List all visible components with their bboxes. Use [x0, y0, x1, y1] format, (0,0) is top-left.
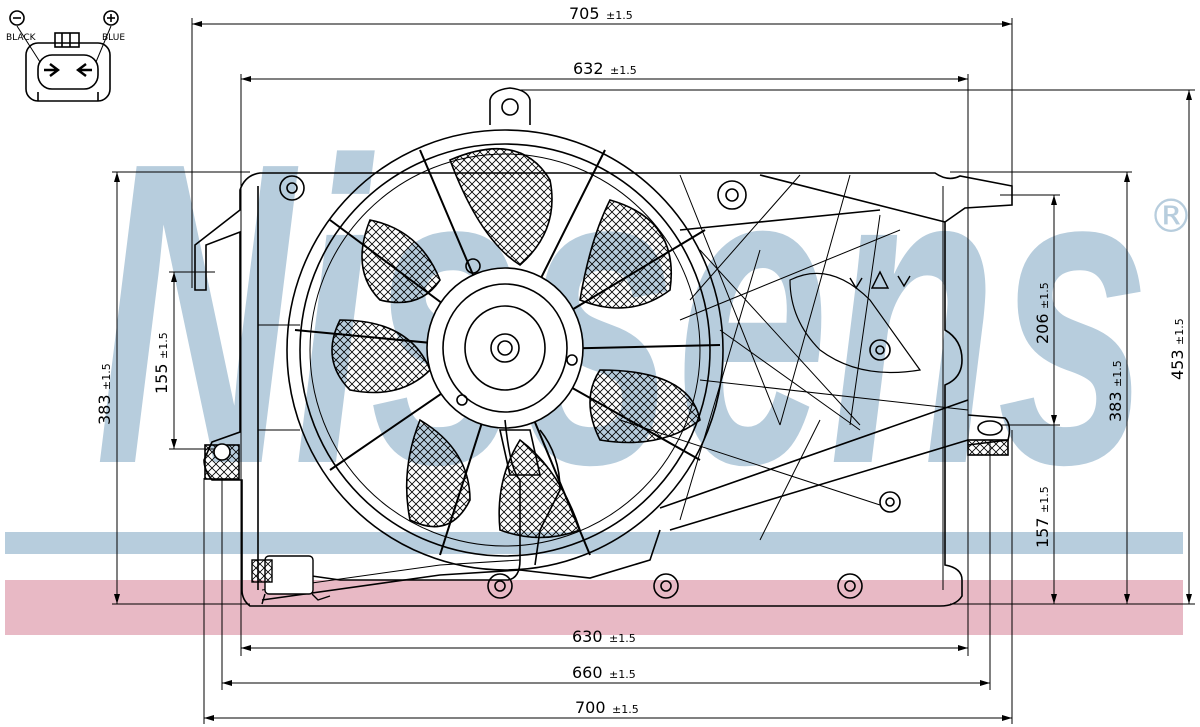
- dim-700-label: 700 ±1.5: [575, 698, 639, 717]
- dim-right-383-tol: ±1.5: [1111, 360, 1124, 387]
- dim-left-155-tol: ±1.5: [157, 332, 170, 359]
- dim-right-383-label: 383 ±1.5: [1106, 360, 1125, 422]
- dim-right-157-label: 157 ±1.5: [1033, 486, 1052, 548]
- dim-left-155-value: 155: [152, 363, 171, 394]
- dim-630-value: 630: [572, 627, 603, 646]
- dim-left-383-tol: ±1.5: [100, 363, 113, 390]
- pink-band: [5, 580, 1183, 635]
- brand-watermark: Nissens: [95, 74, 1150, 554]
- dim-right-383-value: 383: [1106, 391, 1125, 422]
- mount-hole-icon: [717, 180, 747, 210]
- connector-detail: [9, 10, 119, 102]
- mount-hole-icon: [879, 491, 901, 513]
- dim-right-206-value: 206: [1033, 313, 1052, 344]
- minus-terminal-icon: [9, 10, 25, 26]
- dim-left-155-label: 155 ±1.5: [152, 332, 171, 394]
- fan-blade: [579, 199, 672, 309]
- dim-right-157-tol: ±1.5: [1038, 486, 1051, 513]
- dim-660-tol: ±1.5: [609, 668, 636, 681]
- dimension-arrows: [114, 21, 1192, 721]
- fan-shaft-icon: [490, 333, 520, 363]
- dim-right-453-label: 453 ±1.5: [1168, 318, 1187, 380]
- black-wire-label: BLACK: [6, 33, 37, 43]
- fan: [286, 129, 724, 581]
- dim-right-453-tol: ±1.5: [1173, 318, 1186, 345]
- fan-outer-ring: [286, 129, 724, 571]
- dimension-lines: [112, 18, 1195, 724]
- dim-705-tol: ±1.5: [606, 9, 633, 22]
- fan-blade: [405, 418, 471, 528]
- dim-630-tol: ±1.5: [609, 632, 636, 645]
- fan-hub-inner: [464, 305, 546, 391]
- dim-right-157-value: 157: [1033, 517, 1052, 548]
- dim-700-value: 700: [575, 698, 606, 717]
- fan-blade: [361, 219, 441, 304]
- mount-hole-icon: [837, 573, 863, 599]
- fan-blade: [448, 148, 553, 266]
- dim-right-206-label: 206 ±1.5: [1033, 282, 1052, 344]
- mount-hole-icon: [869, 339, 891, 361]
- dim-660-label: 660 ±1.5: [572, 663, 636, 682]
- dim-700-tol: ±1.5: [612, 703, 639, 716]
- dim-632-tol: ±1.5: [610, 64, 637, 77]
- registered-mark: ®: [1148, 189, 1194, 243]
- blue-band: [5, 532, 1183, 554]
- dim-right-206-tol: ±1.5: [1038, 282, 1051, 309]
- plus-terminal-icon: [103, 10, 119, 26]
- blue-wire-label: BLUE: [102, 33, 125, 43]
- dim-632-value: 632: [573, 59, 604, 78]
- dim-left-383-value: 383: [95, 394, 114, 425]
- connector-housing: [25, 42, 111, 102]
- mount-hole-icon: [279, 175, 305, 201]
- dim-660-value: 660: [572, 663, 603, 682]
- fan-blade: [331, 319, 431, 394]
- dim-630-label: 630 ±1.5: [572, 627, 636, 646]
- mount-hole-icon: [487, 573, 513, 599]
- mount-hole-icon: [653, 573, 679, 599]
- dim-705-value: 705: [569, 4, 600, 23]
- dim-right-453-value: 453: [1168, 349, 1187, 380]
- dim-left-383-label: 383 ±1.5: [95, 363, 114, 425]
- fan-hub-outer: [426, 267, 584, 429]
- dim-705-label: 705 ±1.5: [560, 4, 642, 23]
- dim-632-label: 632 ±1.5: [565, 59, 647, 78]
- motor-plug: [251, 555, 331, 605]
- fan-blade: [589, 369, 701, 444]
